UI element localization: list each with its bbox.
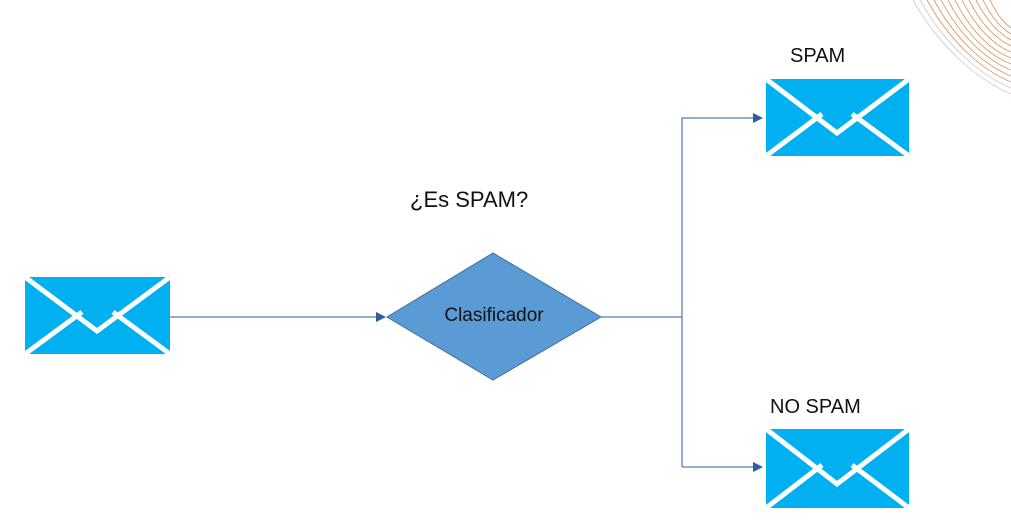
spam-label: SPAM bbox=[790, 45, 846, 67]
no-spam-envelope-icon bbox=[764, 427, 911, 510]
output-connectors bbox=[601, 113, 763, 472]
classifier-label: Clasificador bbox=[444, 305, 544, 326]
input-envelope-icon bbox=[23, 274, 172, 357]
question-label: ¿Es SPAM? bbox=[410, 187, 529, 212]
corner-decoration bbox=[912, 0, 1011, 95]
no-spam-label: NO SPAM bbox=[770, 396, 861, 418]
spam-envelope-icon bbox=[764, 77, 911, 159]
classifier-diamond bbox=[386, 252, 602, 381]
